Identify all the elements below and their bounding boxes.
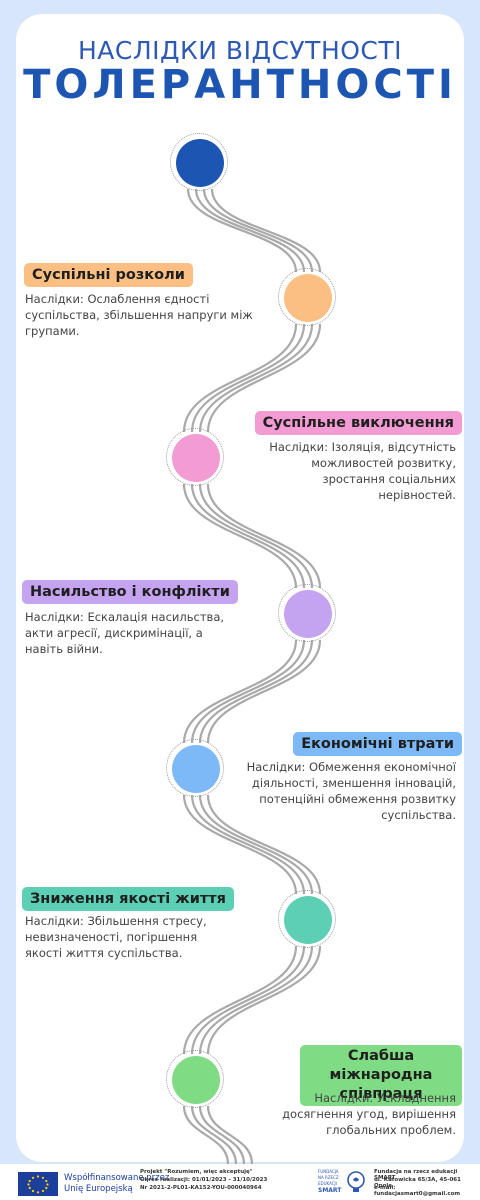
footer: Współfinansowane przez Unię Europejską P… bbox=[0, 1164, 480, 1200]
smart-logo-text-1: FUNDACJA bbox=[318, 1169, 339, 1174]
smart-logo: FUNDACJA NA RZECZ EDUKACJI SMART bbox=[318, 1168, 366, 1198]
road-strand bbox=[194, 188, 306, 273]
item-label-1: Суспільні розколи bbox=[24, 263, 193, 287]
road-strand bbox=[182, 794, 298, 895]
milestone-circle-3 bbox=[278, 584, 336, 642]
item-desc-2: Наслідки: Ізоляція, відсутність можливос… bbox=[269, 440, 456, 502]
road-strand bbox=[182, 483, 298, 589]
road-strand bbox=[198, 945, 314, 1055]
eu-flag-icon bbox=[18, 1172, 58, 1196]
road-strand bbox=[190, 323, 306, 433]
road-strand bbox=[190, 1105, 238, 1164]
org-line-2: ul. Katowicka 65/3A, 45-061 Opole bbox=[374, 1177, 461, 1189]
road-strand bbox=[206, 639, 322, 744]
milestone-circle-5 bbox=[278, 890, 336, 948]
road-strand bbox=[206, 483, 322, 589]
smart-logo-text-4: SMART bbox=[318, 1187, 342, 1194]
item-label-2: Суспільне виключення bbox=[254, 411, 462, 435]
road-strand bbox=[206, 945, 322, 1055]
item-label-6: Слабша міжнародна співпраця bbox=[300, 1045, 462, 1106]
item-desc-1: Наслідки: Ослаблення єдності суспільства… bbox=[25, 292, 253, 338]
item-label-3: Насильство і конфлікти bbox=[22, 580, 238, 604]
road-strand bbox=[190, 794, 306, 895]
project-line-3: Nr 2021-2-PL01-KA152-YOU-000040964 bbox=[140, 1185, 262, 1191]
road-strand bbox=[182, 323, 298, 433]
road-strand bbox=[186, 188, 298, 273]
road-strand bbox=[182, 1105, 230, 1164]
project-line-2: Okres realizacji: 01/01/2023 - 31/10/202… bbox=[140, 1177, 268, 1183]
start-circle bbox=[170, 133, 228, 191]
road-strand bbox=[198, 323, 314, 433]
eu-cofinance-line-2: Unię Europejską bbox=[64, 1184, 133, 1194]
milestone-circle-2 bbox=[166, 428, 224, 486]
milestone-circle-6 bbox=[166, 1050, 224, 1108]
item-desc-6: Наслідки: Ускладнення досягнення угод, в… bbox=[282, 1091, 456, 1137]
road-strand bbox=[206, 323, 322, 433]
item-label-4: Економічні втрати bbox=[293, 732, 462, 756]
road-strand bbox=[190, 639, 306, 744]
road-strand bbox=[202, 188, 314, 273]
item-label-5: Зниження якості життя bbox=[22, 887, 234, 911]
road-strand bbox=[198, 483, 314, 589]
project-line-1: Projekt "Rozumiem, więc akceptuję" bbox=[140, 1169, 253, 1175]
org-line-1: Fundacja na rzecz edukacji SMART bbox=[374, 1169, 458, 1181]
item-desc-5: Наслідки: Збільшення стресу, невизначено… bbox=[25, 914, 207, 960]
road-strand bbox=[198, 639, 314, 744]
road-strand bbox=[182, 945, 298, 1055]
winding-road bbox=[182, 188, 322, 1164]
road-strand bbox=[190, 483, 306, 589]
milestone-circle-4 bbox=[166, 739, 224, 797]
road-strand bbox=[206, 794, 322, 895]
road-strand bbox=[198, 1105, 246, 1164]
item-desc-4: Наслідки: Обмеження економічної діяльнос… bbox=[246, 760, 456, 822]
title-line-1: НАСЛІДКИ ВІДСУТНОСТІ bbox=[77, 36, 403, 65]
road-strand bbox=[190, 945, 306, 1055]
road-strand bbox=[182, 639, 298, 744]
item-desc-3: Наслідки: Ескалація насильства, акти агр… bbox=[25, 610, 225, 656]
title-line-2: ТОЛЕРАНТНОСТІ bbox=[23, 62, 457, 108]
smart-logo-text-2: NA RZECZ bbox=[318, 1175, 339, 1180]
road-strand bbox=[198, 794, 314, 895]
road-strand bbox=[206, 1105, 254, 1164]
lightbulb-icon bbox=[347, 1171, 365, 1192]
smart-logo-text-3: EDUKACJI bbox=[318, 1181, 337, 1186]
milestone-circle-1 bbox=[278, 268, 336, 326]
org-line-3: e-mail: fundacjasmart0@gmail.com bbox=[374, 1185, 461, 1197]
eu-cofinance-line-1: Współfinansowane przez bbox=[64, 1173, 170, 1183]
road-strand bbox=[210, 188, 322, 273]
